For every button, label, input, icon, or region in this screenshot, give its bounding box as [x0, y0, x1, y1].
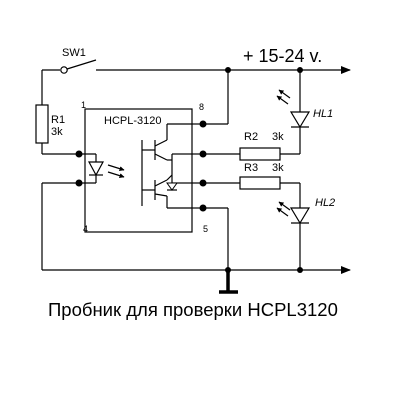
resistor-r1 — [35, 70, 79, 155]
r3-name: R3 — [244, 162, 258, 174]
supply-label: + 15-24 v. — [243, 46, 322, 66]
switch-sw1 — [60, 59, 97, 74]
chip-label: HCPL-3120 — [104, 115, 161, 127]
pin-3-node — [75, 179, 83, 187]
pin-2-node — [75, 150, 83, 158]
resistor-r2 — [203, 147, 300, 161]
r2-value: 3k — [272, 131, 284, 143]
led-hl1 — [276, 70, 311, 154]
r3-value: 3k — [272, 162, 284, 174]
r2-name: R2 — [244, 131, 258, 143]
diagram-caption: Пробник для проверки HCPL3120 — [48, 299, 338, 320]
output-stage — [141, 123, 192, 209]
output-pin-stubs — [192, 123, 203, 209]
resistor-r3 — [203, 176, 300, 190]
pin8-supply-wire — [203, 70, 229, 125]
pin5-ground-wire — [203, 207, 229, 270]
ic-hcpl3120 — [84, 108, 193, 233]
supply-junction-left — [225, 67, 231, 73]
led2-label: HL2 — [315, 197, 335, 209]
r1-value: 3k — [51, 126, 63, 138]
led-hl2 — [276, 183, 311, 270]
pin-8-label: 8 — [199, 102, 204, 112]
optical-arrows — [107, 164, 125, 179]
r1-name: R1 — [51, 114, 65, 126]
ground-junction-left — [225, 267, 231, 273]
pin-1-label: 1 — [81, 100, 86, 110]
pin-5-label: 5 — [203, 224, 208, 234]
pin-4-label: 4 — [83, 224, 88, 234]
led1-label: HL1 — [313, 108, 333, 120]
switch-label: SW1 — [62, 47, 86, 59]
